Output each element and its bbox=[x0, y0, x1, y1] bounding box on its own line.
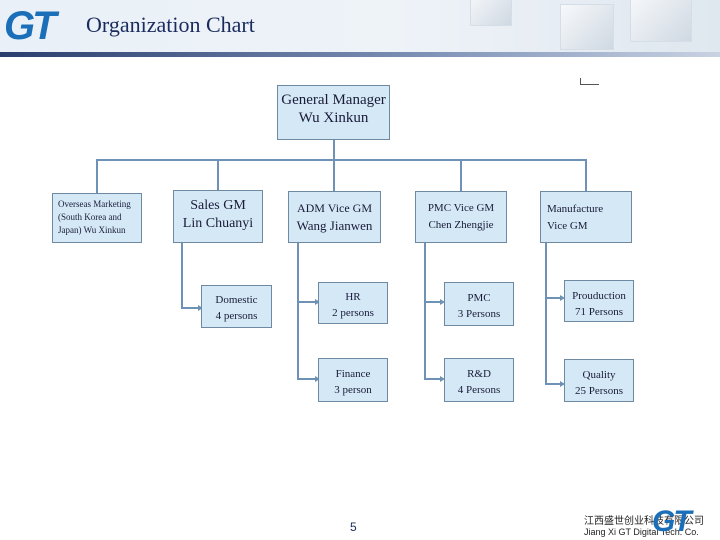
connector-line bbox=[585, 159, 587, 191]
domestic-box: Domestic 4 persons bbox=[201, 285, 272, 328]
box-title: Quality bbox=[565, 367, 633, 383]
slide-header: GT Organization Chart bbox=[0, 0, 720, 52]
box-title: Prouduction bbox=[565, 288, 633, 304]
overseas-marketing-box: Overseas Marketing (South Korea and Japa… bbox=[52, 193, 142, 243]
box-title: Overseas Marketing bbox=[58, 198, 141, 211]
box-name: Chen Zhengjie bbox=[416, 217, 506, 234]
box-text: 3 person bbox=[319, 382, 387, 398]
connector-line bbox=[424, 243, 426, 380]
company-logo: GT bbox=[4, 6, 54, 46]
slide-title: Organization Chart bbox=[86, 12, 255, 38]
connector-line bbox=[96, 159, 586, 161]
pmc-vice-gm-box: PMC Vice GM Chen Zhengjie bbox=[415, 191, 507, 243]
box-title: General Manager bbox=[278, 91, 389, 109]
general-manager-box: General Manager Wu Xinkun bbox=[277, 85, 390, 140]
box-text: 71 Persons bbox=[565, 304, 633, 320]
box-name: Wang Jianwen bbox=[289, 217, 380, 234]
header-divider bbox=[0, 52, 720, 57]
hr-box: HR 2 persons bbox=[318, 282, 388, 324]
connector-line bbox=[333, 140, 335, 160]
box-text: (South Korea and bbox=[58, 211, 141, 224]
manufacture-vice-gm-box: Manufacture Vice GM bbox=[540, 191, 632, 243]
page-number: 5 bbox=[350, 520, 357, 534]
box-title: ADM Vice GM bbox=[289, 200, 380, 217]
box-text: 3 Persons bbox=[445, 306, 513, 322]
box-title: Sales GM bbox=[174, 197, 262, 215]
pmc-box: PMC 3 Persons bbox=[444, 282, 514, 326]
box-name: Japan) Wu Xinkun bbox=[58, 224, 141, 237]
box-title: Finance bbox=[319, 366, 387, 382]
box-name: Lin Chuanyi bbox=[174, 215, 262, 233]
sales-gm-box: Sales GM Lin Chuanyi bbox=[173, 190, 263, 243]
production-box: Prouduction 71 Persons bbox=[564, 280, 634, 322]
connector-line bbox=[297, 301, 317, 303]
box-title: HR bbox=[319, 289, 387, 305]
connector-line bbox=[181, 243, 183, 309]
decorative-cube bbox=[560, 4, 614, 50]
box-title: PMC bbox=[445, 290, 513, 306]
box-text: 4 persons bbox=[202, 308, 271, 324]
footer-logo: GT bbox=[652, 507, 690, 537]
connector-line bbox=[460, 159, 462, 191]
adm-vice-gm-box: ADM Vice GM Wang Jianwen bbox=[288, 191, 381, 243]
connector-line bbox=[297, 378, 317, 380]
corner-mark bbox=[580, 78, 599, 85]
rd-box: R&D 4 Persons bbox=[444, 358, 514, 402]
decorative-cube bbox=[470, 0, 512, 26]
connector-line bbox=[333, 159, 335, 191]
decorative-cube bbox=[630, 0, 692, 42]
connector-line bbox=[217, 159, 219, 190]
box-text: 25 Persons bbox=[565, 383, 633, 399]
box-text: 2 persons bbox=[319, 305, 387, 321]
quality-box: Quality 25 Persons bbox=[564, 359, 634, 402]
finance-box: Finance 3 person bbox=[318, 358, 388, 402]
box-title: R&D bbox=[445, 366, 513, 382]
box-text: 4 Persons bbox=[445, 382, 513, 398]
connector-line bbox=[96, 159, 98, 193]
box-name: Vice GM bbox=[547, 218, 631, 235]
connector-line bbox=[545, 243, 547, 385]
box-title: PMC Vice GM bbox=[416, 200, 506, 217]
connector-line bbox=[297, 243, 299, 380]
box-name: Wu Xinkun bbox=[278, 109, 389, 127]
box-title: Domestic bbox=[202, 292, 271, 308]
box-title: Manufacture bbox=[547, 201, 631, 218]
